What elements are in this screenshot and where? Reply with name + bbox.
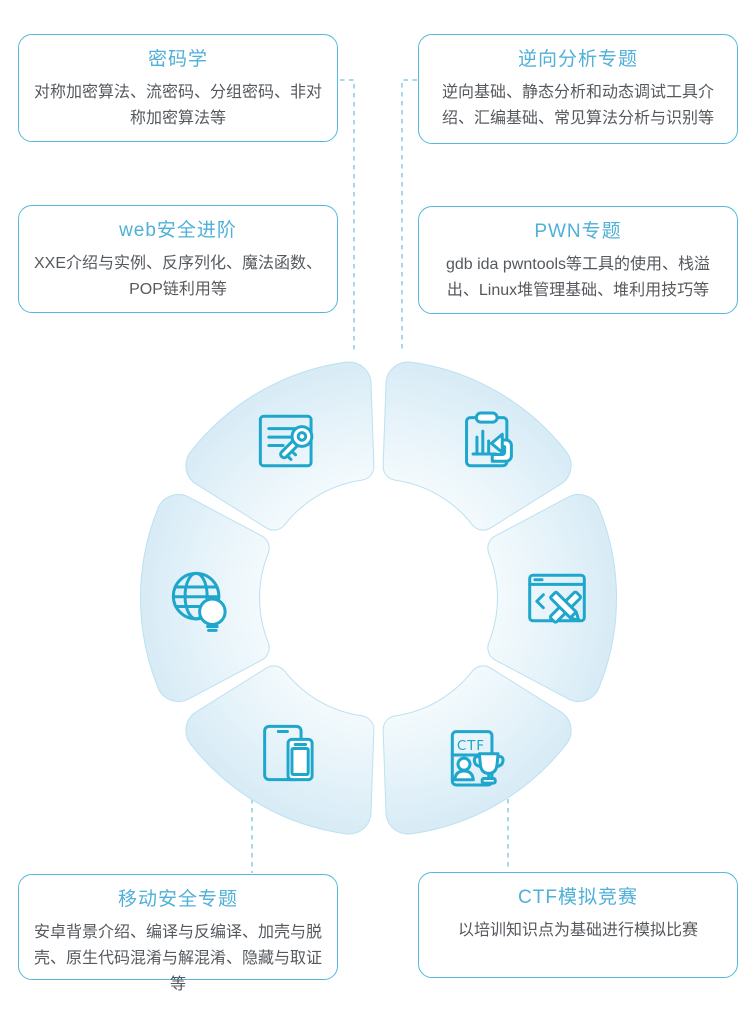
card-web-title: web安全进阶 (119, 220, 237, 241)
connector-top-right (401, 79, 417, 351)
card-pwn-title: PWN专题 (534, 221, 622, 242)
card-pwn: PWN专题 gdb ida pwntools等工具的使用、栈溢出、Linux堆管… (418, 206, 738, 314)
card-crypto: 密码学 对称加密算法、流密码、分组密码、非对称加密算法等 (18, 34, 338, 142)
web-globe-icon (171, 571, 227, 632)
card-reverse-description: 逆向基础、静态分析和动态调试工具介绍、汇编基础、常见算法分析与识别等 (441, 84, 714, 127)
card-crypto-description: 对称加密算法、流密码、分组密码、非对称加密算法等 (33, 84, 322, 127)
card-ctf: CTF模拟竞赛 以培训知识点为基础进行模拟比赛 (418, 872, 738, 978)
card-mobile-description: 安卓背景介绍、编译与反编译、加壳与脱壳、原生代码混淆与解混淆、隐藏与取证等 (33, 924, 322, 993)
card-web: web安全进阶 XXE介绍与实例、反序列化、魔法函数、POP链利用等 (18, 205, 338, 313)
card-reverse-title: 逆向分析专题 (517, 49, 638, 70)
card-ctf-title: CTF模拟竞赛 (518, 887, 638, 908)
ring-segment-mobile (185, 665, 375, 835)
card-reverse: 逆向分析专题 逆向基础、静态分析和动态调试工具介绍、汇编基础、常见算法分析与识别… (418, 34, 738, 144)
card-crypto-title: 密码学 (147, 49, 208, 70)
card-ctf-description: 以培训知识点为基础进行模拟比赛 (457, 922, 698, 939)
ring-segment-ctf (382, 665, 572, 835)
document-key-icon (258, 414, 314, 468)
card-mobile: 移动安全专题 安卓背景介绍、编译与反编译、加壳与脱壳、原生代码混淆与解混淆、隐藏… (18, 874, 338, 993)
analysis-clipboard-icon (465, 411, 513, 468)
ctf-icon-label: CTF (457, 738, 485, 754)
card-mobile-title: 移动安全专题 (117, 889, 238, 910)
ctf-badge-icon: CTF (450, 730, 505, 787)
mobile-devices-icon (263, 724, 314, 782)
card-pwn-description: gdb ida pwntools等工具的使用、栈溢出、Linux堆管理基础、堆利… (445, 256, 711, 299)
connector-top-left (340, 79, 355, 351)
pwn-code-window-icon (528, 573, 586, 624)
card-web-description: XXE介绍与实例、反序列化、魔法函数、POP链利用等 (33, 255, 323, 298)
connectors (251, 79, 509, 873)
